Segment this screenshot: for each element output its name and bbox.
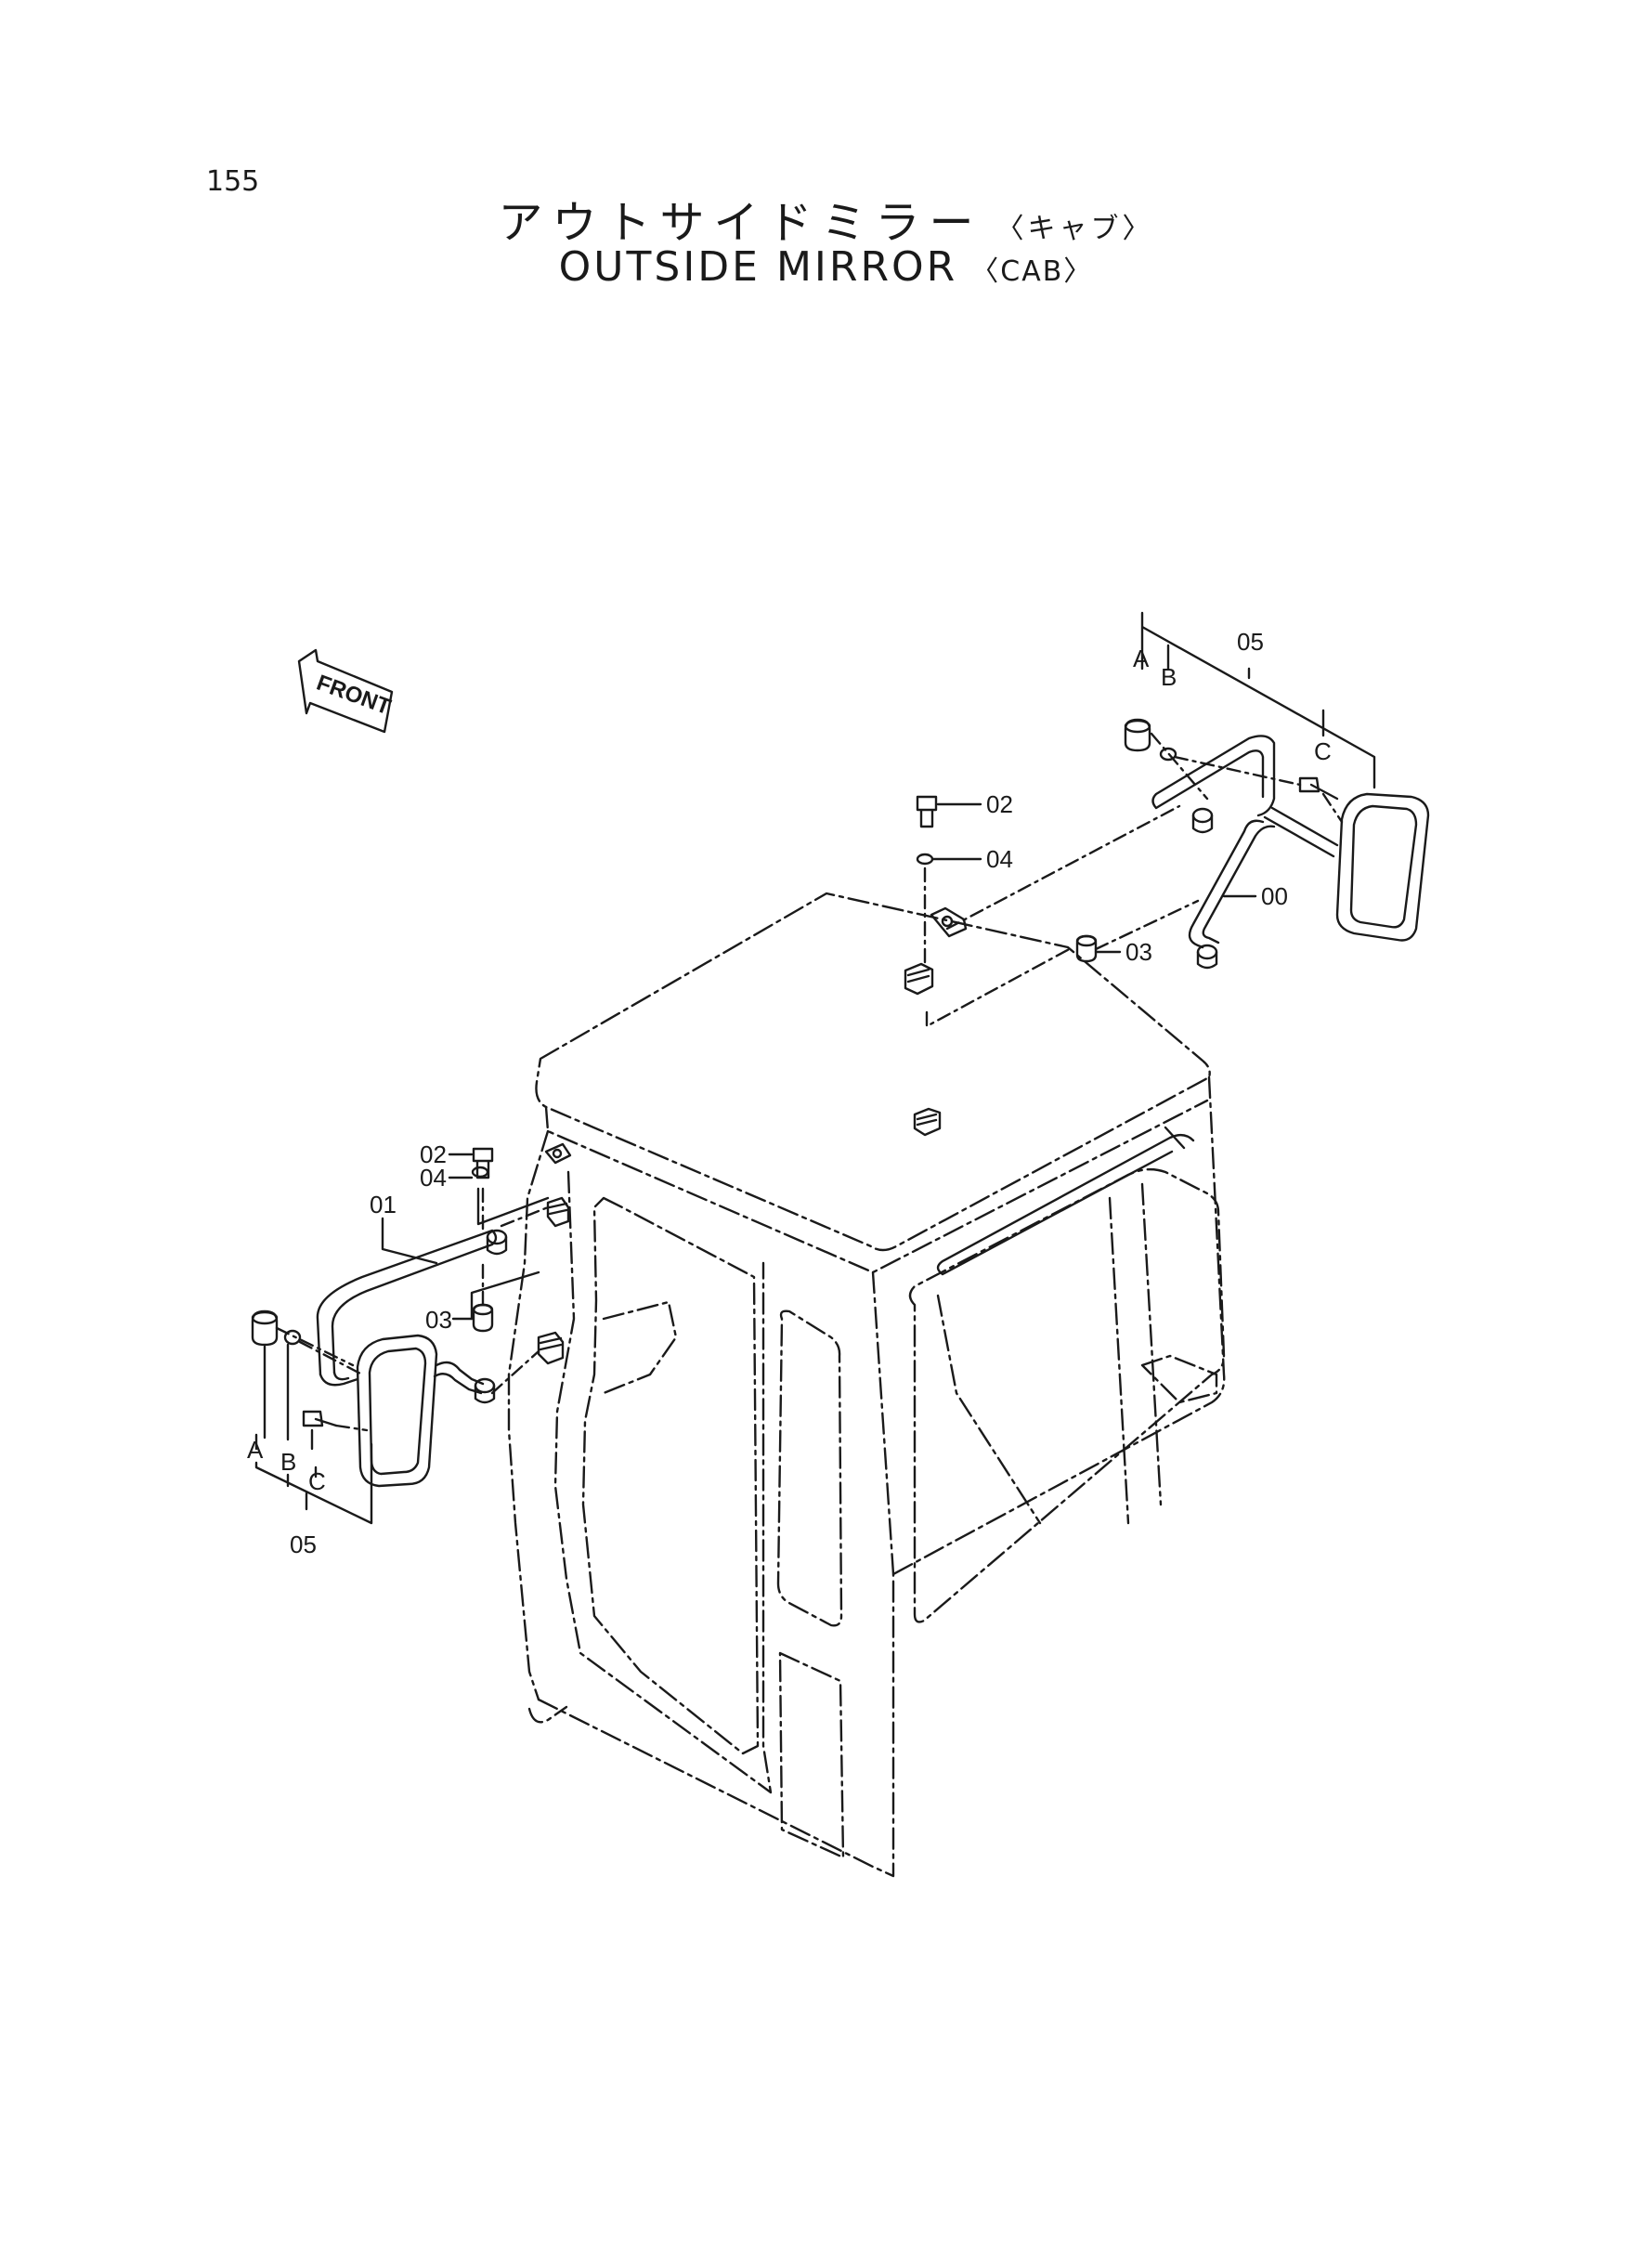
left-part-c-bolt xyxy=(302,1410,338,1427)
right-label-tree xyxy=(1140,611,1376,789)
cab-windshield-pillar xyxy=(1108,1182,1163,1525)
cab-front-corner xyxy=(871,1270,895,1576)
left-dash-lines xyxy=(275,1187,550,1432)
right-part-b-washer xyxy=(1159,747,1177,762)
right-label-02: 02 xyxy=(986,790,1013,818)
right-nut-03-top xyxy=(1075,934,1098,947)
left-part-a-nut-top xyxy=(251,1310,279,1325)
right-roof-bracket xyxy=(930,906,968,938)
left-label-c: C xyxy=(308,1467,326,1495)
title-english-main: OUTSIDE MIRROR xyxy=(558,243,958,291)
right-bolt-02 xyxy=(916,795,938,828)
title-japanese-main: アウトサイドミラー xyxy=(498,197,983,249)
right-mirror-glass xyxy=(1349,804,1418,929)
right-mirror-head xyxy=(1335,792,1430,942)
left-label-05: 05 xyxy=(290,1531,317,1558)
right-label-03: 03 xyxy=(1125,938,1152,966)
right-dash-line-1 xyxy=(923,804,1200,1028)
right-mount-block xyxy=(904,962,934,996)
right-roof-bracket-hole xyxy=(941,915,954,928)
left-label-b: B xyxy=(280,1448,296,1476)
left-label-01: 01 xyxy=(370,1191,397,1218)
right-washer-04 xyxy=(916,853,934,866)
right-label-00: 00 xyxy=(1261,882,1288,910)
left-lower-collar xyxy=(474,1377,496,1394)
left-bolt-02 xyxy=(472,1147,494,1179)
left-nut-03-top xyxy=(472,1303,494,1316)
right-arm-collar xyxy=(1196,944,1218,960)
cab-seat-block xyxy=(936,1294,1218,1525)
left-label-02: 02 xyxy=(420,1140,447,1168)
title-english: OUTSIDE MIRROR 〈CAB〉 xyxy=(0,243,1652,291)
right-label-05: 05 xyxy=(1237,628,1264,656)
left-label-a: A xyxy=(247,1436,264,1464)
right-support-arm xyxy=(1188,819,1276,949)
cab-door-window xyxy=(776,1309,843,1627)
left-lower-arm xyxy=(433,1361,485,1395)
cab-body xyxy=(507,892,1226,1878)
left-nut-03 xyxy=(472,1303,494,1333)
cab-hinge-upper-hole xyxy=(552,1148,563,1159)
right-arm-collar-body xyxy=(1196,950,1218,970)
left-mirror-assembly xyxy=(251,1147,570,1525)
cab-door-frame xyxy=(553,1170,773,1794)
right-upper-collar-body xyxy=(1191,814,1214,834)
cab-door-inner xyxy=(581,1196,760,1755)
cab-step xyxy=(527,1705,568,1724)
cab-left-panel xyxy=(602,1300,678,1395)
left-label-tree xyxy=(254,1433,373,1525)
title-japanese: アウトサイドミラー〈キャブ〉 xyxy=(0,186,1652,251)
left-mirror-stay xyxy=(316,1229,498,1376)
right-mirror-assembly xyxy=(916,611,1430,1028)
right-label-04: 04 xyxy=(986,845,1013,873)
front-arrow-label: FRONT xyxy=(313,671,394,721)
left-stay-collar-body xyxy=(486,1235,508,1256)
page-number: 155 xyxy=(206,165,260,198)
cab-handrail xyxy=(936,1126,1195,1276)
cab-left-bottom xyxy=(537,1572,895,1878)
left-mirror-head xyxy=(356,1334,438,1488)
cab-door-lower-window xyxy=(778,1651,845,1859)
right-part-a-nut xyxy=(1124,718,1151,752)
right-label-a: A xyxy=(1133,645,1150,672)
left-washer-04 xyxy=(471,1166,489,1179)
left-part-a-nut xyxy=(251,1309,279,1347)
roof-bracket xyxy=(913,1107,942,1137)
left-mirror-glass xyxy=(368,1347,427,1476)
cab-roof xyxy=(535,892,1211,1252)
left-label-04: 04 xyxy=(420,1164,447,1192)
right-dash-line-2 xyxy=(1150,732,1344,824)
left-hinge-upper xyxy=(546,1196,570,1228)
left-label-tree-b xyxy=(263,1343,314,1451)
right-upper-collar xyxy=(1191,807,1214,824)
title-japanese-sub: 〈キャブ〉 xyxy=(995,213,1154,245)
left-leader-01 xyxy=(381,1217,438,1265)
left-lower-collar-body xyxy=(474,1384,496,1404)
right-label-c: C xyxy=(1314,737,1332,765)
cab-roof-lip xyxy=(544,1099,1209,1274)
right-mirror-arm xyxy=(1263,806,1339,858)
cab-windshield xyxy=(908,1167,1226,1623)
right-mirror-stay xyxy=(1151,735,1276,817)
right-part-c-bolt xyxy=(1298,776,1339,801)
cab-left-side xyxy=(507,1129,550,1701)
front-arrow-outline xyxy=(297,648,394,734)
left-label-03: 03 xyxy=(425,1306,452,1334)
left-mirror-stay-end xyxy=(319,1371,359,1387)
left-part-b-washer xyxy=(283,1329,302,1346)
cab-right-rear-edge xyxy=(891,1075,1226,1576)
cab-hinge-upper xyxy=(544,1142,572,1165)
title-english-sub: 〈CAB〉 xyxy=(970,255,1094,288)
right-part-a-nut-top xyxy=(1124,719,1151,734)
left-hinge-lower xyxy=(537,1331,565,1365)
front-arrow: FRONT xyxy=(297,648,395,734)
left-hinge-bracket xyxy=(470,1187,550,1321)
right-label-b: B xyxy=(1161,663,1177,691)
